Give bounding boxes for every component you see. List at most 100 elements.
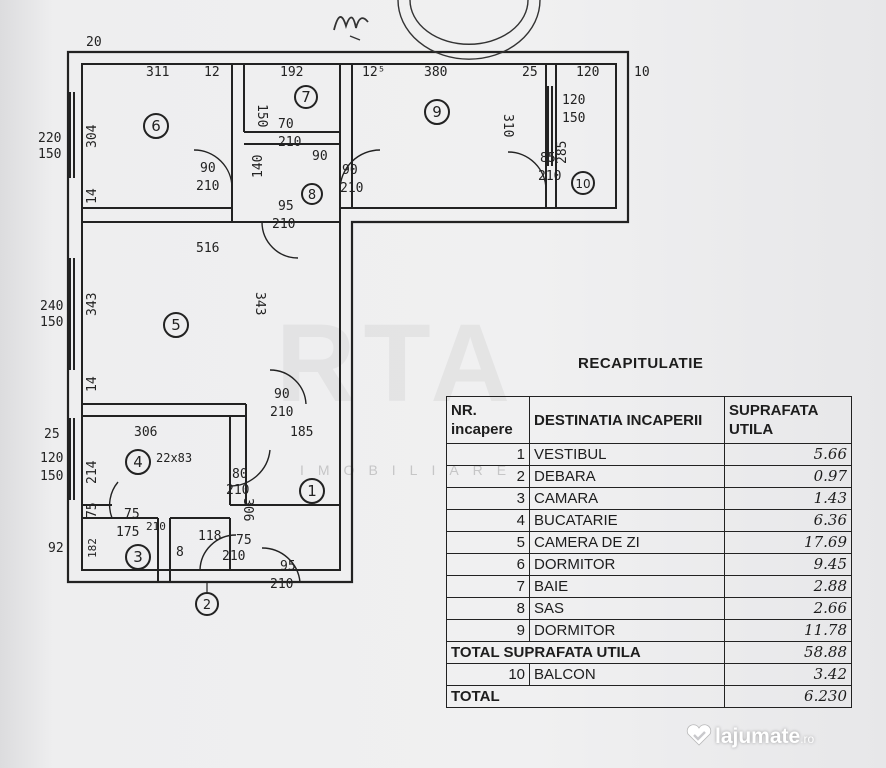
row-value: 9.45 [724, 553, 852, 576]
room-3-number: 3 [133, 548, 143, 566]
row-value: 0.97 [724, 465, 852, 488]
dim-label: 210 [270, 577, 293, 592]
row-value: 6.36 [724, 509, 852, 532]
dim-label: 12⁵ [362, 65, 385, 80]
header-supr: SUPRAFATA UTILA [724, 396, 852, 444]
dim-label: 210 [340, 181, 363, 196]
dim-label: 310 [500, 114, 515, 137]
dim-label: 25 [44, 427, 60, 442]
dim-label: 214 [85, 460, 100, 484]
dim-label: 343 [252, 292, 267, 315]
dim-label: 95 [278, 199, 294, 214]
dim-label: 120 [562, 93, 585, 108]
dim-label: 306 [134, 425, 157, 440]
dim-label: 240 [40, 299, 63, 314]
row-nr: 10 [446, 663, 530, 686]
recap-title: RECAPITULATIE [578, 355, 704, 372]
dim-label: 8 [176, 545, 184, 560]
dim-label: 210 [270, 405, 293, 420]
room-10-number: 10 [575, 177, 590, 191]
row-name: SAS [529, 597, 725, 620]
header-nr: NR. incapere [446, 396, 530, 444]
dim-label: 90 [274, 387, 290, 402]
total-row: TOTAL 6.230 [446, 685, 852, 708]
dim-label: 118 [198, 529, 221, 544]
dim-label: 10 [634, 65, 650, 80]
row-value: 2.66 [724, 597, 852, 620]
brand-name: lajumate [715, 725, 801, 748]
brand-tld: .ro [800, 732, 815, 746]
dim-label: 150 [254, 104, 269, 127]
row-name: DORMITOR [529, 619, 725, 642]
dim-label: 210 [278, 135, 301, 150]
dim-label: 306 [240, 498, 255, 521]
total-utila-row: TOTAL SUPRAFATA UTILA 58.88 [446, 641, 852, 664]
dim-label: 285 [555, 141, 570, 164]
row-name: BALCON [529, 663, 725, 686]
total-value: 6.230 [724, 685, 852, 708]
dim-label: 150 [562, 111, 585, 126]
dim-label: 210 [196, 179, 219, 194]
dim-label: 185 [290, 425, 313, 440]
dim-label: 516 [196, 241, 219, 256]
dim-label: 14 [85, 376, 100, 392]
dim-label: 150 [40, 469, 63, 484]
stamp-seal [333, 0, 541, 60]
dim-label: 75 [236, 533, 252, 548]
dim-label: 210 [272, 217, 295, 232]
room-8-number: 8 [308, 188, 316, 203]
row-value: 11.78 [724, 619, 852, 642]
dim-label: 150 [40, 315, 63, 330]
dim-label: 304 [85, 124, 100, 148]
dim-label: 70 [278, 117, 294, 132]
row-nr: 1 [446, 443, 530, 466]
total-label: TOTAL [446, 685, 725, 708]
row-name: VESTIBUL [529, 443, 725, 466]
dim-label: 210 [538, 169, 561, 184]
room-5-number: 5 [171, 316, 181, 334]
total-utila-label: TOTAL SUPRAFATA UTILA [446, 641, 725, 664]
row-name: DORMITOR [529, 553, 725, 576]
room-7-number: 7 [301, 88, 311, 106]
row-value: 1.43 [724, 487, 852, 510]
room-9-number: 9 [432, 103, 442, 121]
row-value: 2.88 [724, 575, 852, 598]
row-name: BAIE [529, 575, 725, 598]
dim-label: 150 [38, 147, 61, 162]
dim-label: 90 [200, 161, 216, 176]
room-4-number: 4 [133, 453, 143, 471]
dim-label: 14 [85, 188, 100, 204]
row-name: CAMARA [529, 487, 725, 510]
table-header-row: NR. incapere DESTINATIA INCAPERII SUPRAF… [446, 396, 852, 444]
dim-label: 192 [280, 65, 303, 80]
row-nr: 4 [446, 509, 530, 532]
row-name: CAMERA DE ZI [529, 531, 725, 554]
dim-label: 12 [204, 65, 220, 80]
dim-label: 80 [232, 467, 248, 482]
dim-label: 210 [222, 549, 245, 564]
room-2-number: 2 [203, 598, 211, 613]
balcon-row: 10 BALCON 3.42 [446, 663, 852, 686]
dim-label: 25 [522, 65, 538, 80]
dim-label: 175 [116, 525, 139, 540]
heart-check-icon [686, 724, 712, 746]
dim-label: 120 [576, 65, 599, 80]
dim-label: 22x83 [156, 451, 192, 465]
row-nr: 2 [446, 465, 530, 488]
row-value: 5.66 [724, 443, 852, 466]
room-6-number: 6 [151, 117, 161, 135]
dim-label: 220 [38, 131, 61, 146]
row-nr: 5 [446, 531, 530, 554]
dim-label: 210 [146, 520, 166, 533]
recap-table: NR. incapere DESTINATIA INCAPERII SUPRAF… [446, 396, 852, 708]
dim-label: 311 [146, 65, 169, 80]
dim-label: 92 [48, 541, 64, 556]
header-dest: DESTINATIA INCAPERII [529, 396, 725, 444]
